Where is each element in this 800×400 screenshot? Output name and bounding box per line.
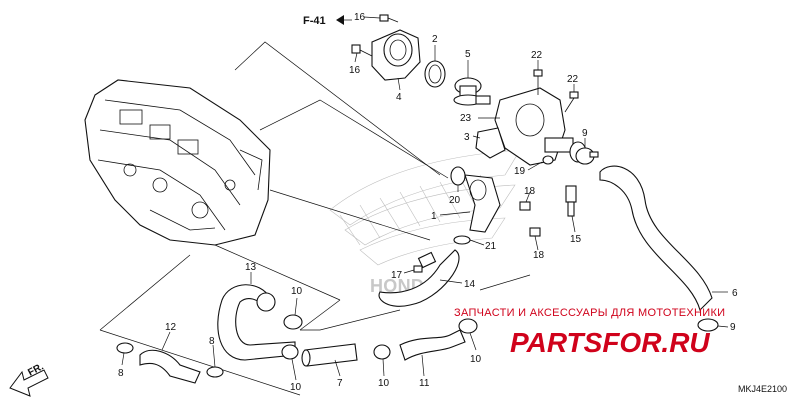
washer-19	[542, 155, 554, 165]
callout-15: 15	[570, 234, 582, 245]
clamp-10-c	[373, 344, 391, 360]
honda-wing-watermark: HONDA	[329, 149, 521, 296]
clamp-8-mid	[206, 366, 224, 378]
callout-9-upper: 9	[582, 128, 588, 139]
callout-16-top: 16	[354, 12, 366, 23]
hose-13	[217, 284, 296, 361]
clamp-9-upper	[575, 147, 599, 165]
callout-10-d: 10	[470, 354, 482, 365]
callout-12: 12	[165, 322, 177, 333]
clamp-9-lower	[697, 318, 719, 332]
clamp-10-b	[281, 344, 299, 360]
hose-14	[378, 249, 460, 307]
callout-10-a: 10	[291, 286, 303, 297]
watermark-caption: ЗАПЧАСТИ И АКСЕССУАРЫ ДЛЯ МОТОТЕХНИКИ	[454, 307, 725, 319]
callout-14: 14	[464, 279, 476, 290]
clamp-8-left	[116, 342, 134, 354]
front-direction-arrow: FR.	[9, 361, 49, 397]
callout-18-b: 18	[533, 250, 545, 261]
clamp-10-d	[458, 318, 478, 334]
thermostat-cover	[371, 29, 421, 81]
callout-23: 23	[460, 113, 472, 124]
reference-label: F-41	[303, 15, 326, 27]
callout-19: 19	[514, 166, 526, 177]
bolt-18-b	[529, 227, 541, 237]
pipe-joint-1	[464, 174, 501, 233]
callout-22-b: 22	[567, 74, 579, 85]
callout-2: 2	[432, 34, 438, 45]
outline-leaders	[99, 41, 531, 396]
gasket-3	[475, 127, 506, 159]
callout-20: 20	[449, 195, 461, 206]
hose-11	[399, 329, 466, 361]
callout-18-a: 18	[524, 186, 536, 197]
callout-5: 5	[465, 49, 471, 60]
callout-16-left: 16	[349, 65, 361, 76]
callout-11: 11	[419, 378, 430, 389]
o-ring-2	[424, 60, 446, 88]
callout-22-a: 22	[531, 50, 543, 61]
sensor-15	[565, 185, 577, 217]
callout-leaders	[121, 16, 729, 381]
callout-4: 4	[396, 92, 402, 103]
callout-9-lower: 9	[730, 322, 736, 333]
callout-21: 21	[485, 241, 497, 252]
thermostat-5	[453, 77, 491, 106]
bolt-18-a	[519, 201, 531, 211]
clamp-10-a	[283, 314, 303, 330]
reference-f41: F-41	[303, 15, 352, 27]
bolt-16-left	[351, 44, 373, 57]
hose-12	[139, 349, 201, 384]
clip-17	[413, 265, 423, 273]
callout-3: 3	[464, 132, 470, 143]
callout-17: 17	[391, 270, 403, 281]
callout-7: 7	[337, 378, 343, 389]
o-ring-21	[453, 235, 471, 245]
drawing-code: MKJ4E2100	[738, 384, 787, 394]
callout-13: 13	[245, 262, 257, 273]
callout-8-left: 8	[118, 368, 124, 379]
callout-10-b: 10	[290, 382, 302, 393]
thermostat-housing	[494, 87, 587, 166]
engine-block	[84, 79, 271, 246]
bolt-22-b	[564, 91, 579, 113]
callout-1: 1	[431, 211, 437, 222]
watermark-brand: PARTSFOR.RU	[510, 327, 710, 358]
hose-6	[599, 165, 713, 312]
callout-6: 6	[732, 288, 738, 299]
pipe-7	[301, 343, 358, 367]
bolt-16-top	[379, 14, 399, 23]
callout-8-mid: 8	[209, 336, 215, 347]
o-ring-20	[450, 166, 466, 186]
callout-10-c: 10	[378, 378, 390, 389]
